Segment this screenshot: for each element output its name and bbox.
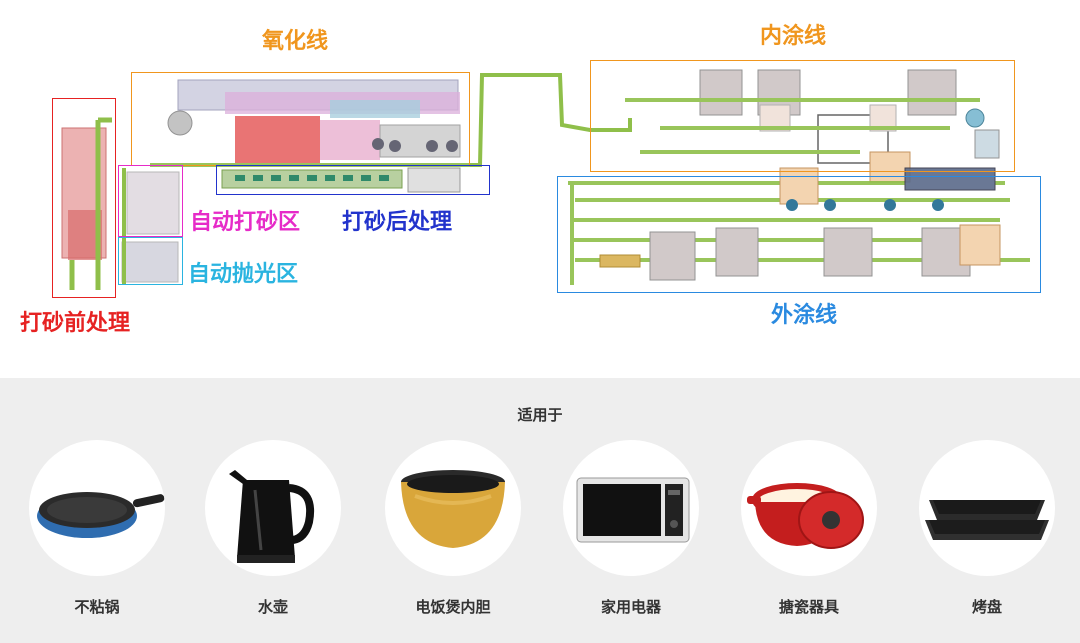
pre-sanding-machinery: [61, 117, 112, 290]
product-label: 家用电器: [600, 598, 661, 616]
product-item-rice-cooker-pot: 电饭煲内胆: [383, 440, 523, 617]
nonstick-pan-icon: [37, 492, 165, 538]
zone-label-pre-sanding: 打砂前处理: [20, 311, 131, 336]
enamel-pot-icon: [747, 483, 864, 549]
microwave-icon: [576, 477, 690, 543]
zone-box-pre-sanding: [52, 98, 116, 298]
outer-coating-machinery: [568, 167, 1030, 285]
product-label: 不粘锅: [74, 598, 120, 616]
kettle-icon: [229, 470, 314, 563]
product-item-microwave: 家用电器: [561, 440, 701, 617]
zone-box-outer-coating: [557, 176, 1041, 293]
sanding-polishing-cells: [121, 168, 180, 285]
applications-title: 适用于: [517, 406, 563, 424]
rice-cooker-pot-icon: [401, 470, 505, 548]
product-item-enamel-pot: 搪瓷器具: [739, 440, 879, 617]
zone-box-post-sanding: [216, 165, 490, 195]
zone-label-auto-sanding: 自动打砂区: [190, 210, 301, 235]
product-item-kettle: 水壶: [203, 440, 343, 617]
zone-box-auto-polishing: [118, 237, 183, 285]
zone-label-post-sanding: 打砂后处理: [342, 210, 453, 235]
zone-label-auto-polishing: 自动抛光区: [188, 262, 299, 287]
zone-label-outer-coating: 外涂线: [771, 303, 838, 328]
product-item-baking-tray: 烤盘: [917, 440, 1057, 617]
zone-box-auto-sanding: [118, 165, 183, 237]
product-label: 搪瓷器具: [778, 598, 839, 616]
product-label: 烤盘: [971, 598, 1002, 616]
zone-box-inner-coating: [590, 60, 1015, 172]
connecting-conveyor: [470, 73, 632, 167]
product-item-nonstick-pan: 不粘锅: [27, 440, 167, 617]
applications-section: 适用于 不粘锅 水壶: [0, 378, 1080, 643]
production-line-diagram: 氧化线 内涂线 外涂线 打砂前处理 自动打砂区 打砂后处理 自动抛光区: [20, 24, 1041, 336]
post-sanding-machinery: [221, 167, 461, 193]
baking-tray-icon: [925, 500, 1049, 540]
inner-coating-machinery: [625, 69, 1000, 183]
product-label: 水壶: [257, 598, 288, 616]
zone-label-oxidation: 氧化线: [262, 29, 329, 54]
zone-box-oxidation: [131, 72, 470, 166]
zone-label-inner-coating: 内涂线: [760, 24, 827, 49]
product-label: 电饭煲内胆: [415, 598, 491, 616]
